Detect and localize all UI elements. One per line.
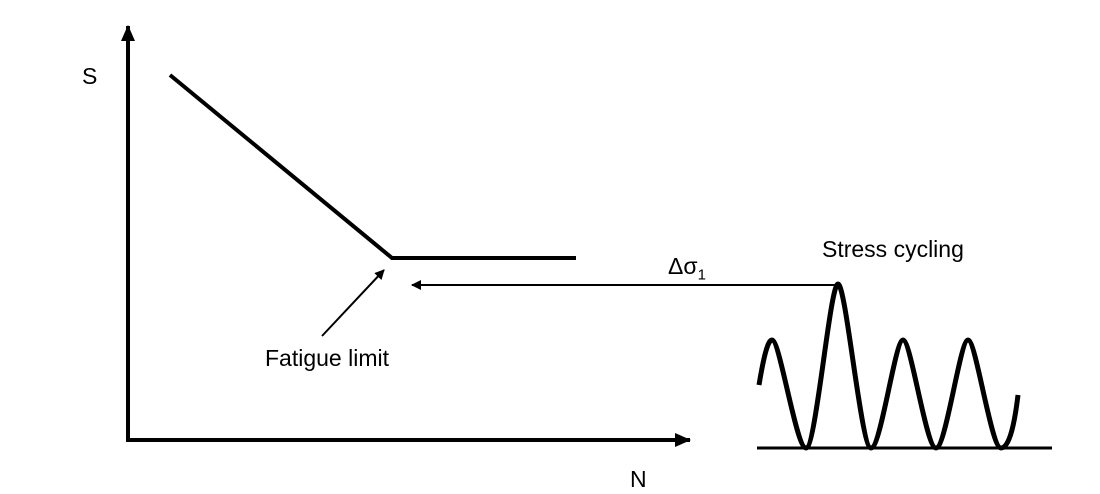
y-axis-label: S — [82, 63, 98, 89]
stress-cycling-label: Stress cycling — [822, 236, 964, 262]
delta-sigma-text: Δσ — [668, 253, 698, 279]
delta-sigma-subscript: 1 — [697, 266, 706, 284]
stress-cycle-wave — [756, 281, 1021, 451]
delta-sigma-label: Δσ1 — [668, 253, 706, 284]
sn-curve — [168, 73, 576, 260]
fatigue-limit-pointer — [321, 269, 385, 337]
fatigue-limit-label: Fatigue limit — [265, 345, 389, 371]
x-axis-label: N — [630, 466, 647, 492]
